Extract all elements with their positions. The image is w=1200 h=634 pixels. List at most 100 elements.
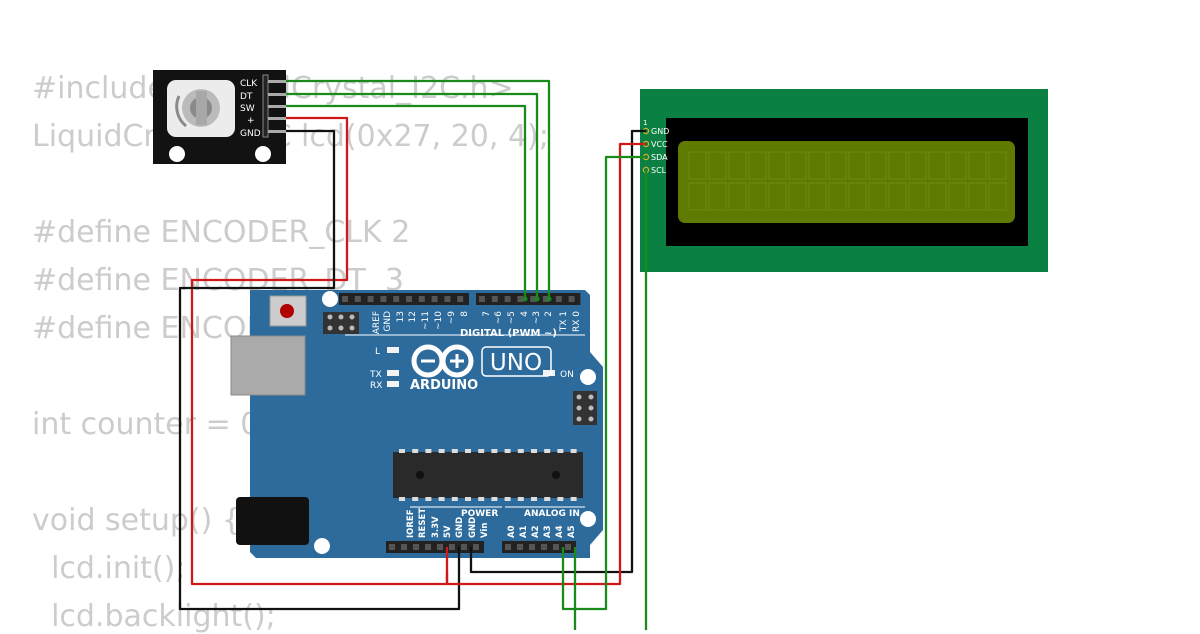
- wire-encoder-gnd[interactable]: [178, 129, 461, 611]
- header-pin[interactable]: [541, 544, 547, 550]
- icsp-header-right: [573, 391, 597, 425]
- header-pin[interactable]: [565, 544, 571, 550]
- header-pin[interactable]: [491, 296, 498, 302]
- digital-pin-label: ~3: [532, 311, 542, 324]
- encoder-pin-vcc[interactable]: [268, 117, 286, 120]
- code-line: lcd.init();: [32, 551, 186, 586]
- digital-pin-label: 2: [544, 311, 554, 317]
- digital-pin-label: ~10: [434, 311, 444, 330]
- led-l-label: L: [375, 347, 380, 357]
- wire-encoder-dt[interactable]: [286, 92, 539, 299]
- header-pin[interactable]: [389, 544, 395, 550]
- lcd-char-cell: [928, 182, 947, 211]
- lcd-char-cell: [888, 151, 907, 180]
- power-pin-label: 5V: [443, 525, 453, 538]
- mounting-hole: [255, 146, 271, 162]
- lcd-pin-label: GND: [651, 127, 669, 136]
- digital-header-right[interactable]: [476, 293, 581, 305]
- lcd-module[interactable]: 1 GND VCC SDA SCL: [640, 89, 1048, 272]
- encoder-pin-label: CLK: [240, 79, 258, 89]
- lcd-char-cell: [708, 151, 727, 180]
- header-pin[interactable]: [425, 544, 431, 550]
- header-pin[interactable]: [342, 296, 348, 302]
- lcd-char-cell: [888, 182, 907, 211]
- lcd-pin-label: VCC: [651, 140, 668, 149]
- header-pin[interactable]: [505, 544, 511, 550]
- mounting-hole: [580, 369, 596, 385]
- encoder-pin-clk[interactable]: [268, 80, 286, 83]
- header-pin[interactable]: [529, 544, 535, 550]
- header-pin[interactable]: [406, 296, 412, 302]
- header-pin[interactable]: [517, 544, 523, 550]
- header-pin[interactable]: [393, 296, 400, 302]
- code-line: #define ENCODER_CLK 2: [32, 215, 411, 250]
- header-pin[interactable]: [555, 296, 562, 302]
- power-pin-label: RESET: [418, 508, 428, 538]
- encoder-pin-label: SW: [240, 104, 255, 114]
- encoder-pin-label: +: [247, 116, 255, 126]
- lcd-character-grid: [688, 151, 1007, 211]
- wire-encoder-clk[interactable]: [286, 79, 551, 299]
- analog-pin-label: A1: [519, 525, 529, 538]
- header-pin[interactable]: [530, 296, 537, 302]
- lcd-char-cell: [768, 151, 787, 180]
- lcd-char-cell: [688, 182, 707, 211]
- encoder-pin-gnd[interactable]: [268, 130, 286, 133]
- led-tx-label: TX: [369, 370, 382, 380]
- header-pin[interactable]: [504, 296, 511, 302]
- lcd-char-cell: [828, 151, 847, 180]
- power-header[interactable]: [386, 541, 484, 553]
- digital-pin-label: TX 1: [559, 311, 569, 332]
- lcd-char-cell: [748, 151, 767, 180]
- encoder-pin-dt[interactable]: [268, 93, 286, 96]
- header-pin[interactable]: [461, 544, 467, 550]
- encoder-pin-label: DT: [240, 92, 253, 102]
- header-pin[interactable]: [457, 296, 464, 302]
- header-pin[interactable]: [431, 296, 438, 302]
- lcd-char-cell: [948, 151, 967, 180]
- wire-lcd-gnd[interactable]: [469, 129, 646, 574]
- digital-header-left[interactable]: [339, 293, 469, 305]
- header-pin[interactable]: [418, 296, 425, 302]
- analog-pin-label: A3: [543, 525, 553, 538]
- header-pin[interactable]: [354, 296, 361, 302]
- lcd-screen: [678, 141, 1015, 223]
- header-pin[interactable]: [380, 296, 387, 302]
- header-pin[interactable]: [479, 296, 485, 302]
- header-pin[interactable]: [449, 544, 455, 550]
- analog-pin-label: A2: [531, 525, 541, 538]
- lcd-pin-label: SCL: [651, 166, 667, 175]
- wire-lcd-vcc[interactable]: [445, 142, 646, 586]
- header-pin[interactable]: [401, 544, 407, 550]
- led-on-label: ON: [560, 370, 574, 380]
- mounting-hole: [322, 291, 338, 307]
- header-pin[interactable]: [543, 296, 549, 302]
- header-pin[interactable]: [413, 544, 419, 550]
- header-pin[interactable]: [568, 296, 575, 302]
- led-rx-label: RX: [370, 381, 382, 391]
- digital-pin-label: ~5: [507, 311, 517, 324]
- wire-encoder-sw[interactable]: [286, 104, 527, 299]
- header-pin[interactable]: [517, 296, 524, 302]
- header-pin[interactable]: [553, 544, 559, 550]
- mounting-hole: [169, 146, 185, 162]
- power-pin-label: Vin: [480, 523, 490, 538]
- analog-header[interactable]: [502, 541, 576, 553]
- header-pin[interactable]: [444, 296, 451, 302]
- lcd-char-cell: [968, 182, 987, 211]
- header-pin[interactable]: [437, 544, 443, 550]
- header-pin[interactable]: [473, 544, 479, 550]
- header-pin[interactable]: [367, 296, 374, 302]
- analog-header-title: ANALOG IN: [524, 509, 580, 519]
- power-pin-label: IOREF: [406, 509, 416, 538]
- digital-pin-label: AREF: [372, 311, 382, 334]
- usb-connector: [230, 335, 306, 396]
- encoder-pin-sw[interactable]: [268, 105, 286, 108]
- dc-power-jack: [236, 497, 309, 545]
- rotary-encoder-module[interactable]: CLK DT SW + GND: [153, 70, 286, 164]
- lcd-char-cell: [948, 182, 967, 211]
- wire-lcd-sda[interactable]: [561, 155, 646, 611]
